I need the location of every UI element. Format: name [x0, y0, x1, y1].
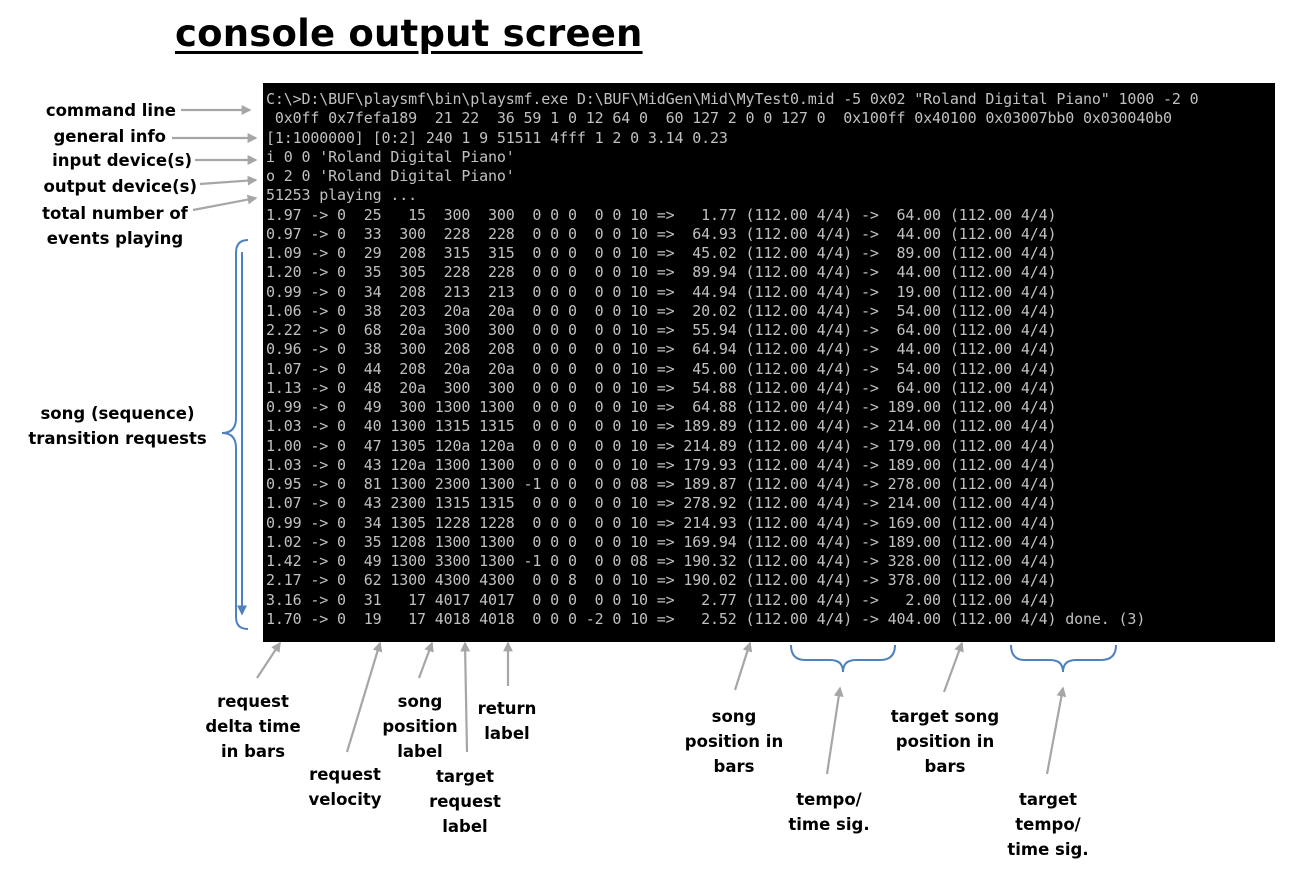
- console-line: 1.07 -> 0 43 2300 1315 1315 0 0 0 0 0 10…: [266, 494, 1057, 513]
- console-line: 1.03 -> 0 43 120a 1300 1300 0 0 0 0 0 10…: [266, 455, 1057, 474]
- arrow-target-song-position: [942, 641, 964, 693]
- console-line: 1.20 -> 0 35 305 228 228 0 0 0 0 0 10 =>…: [266, 263, 1057, 282]
- console-line: 0.95 -> 0 81 1300 2300 1300 -1 0 0 0 0 0…: [266, 475, 1057, 493]
- console-line: 3.16 -> 0 31 17 4017 4017 0 0 0 0 0 10 =…: [266, 590, 1057, 609]
- console-line: 51253 playing ...: [266, 186, 417, 205]
- console-line: 1.42 -> 0 49 1300 3300 1300 -1 0 0 0 0 0…: [266, 552, 1057, 570]
- console-line: 1.00 -> 0 47 1305 120a 120a 0 0 0 0 0 10…: [266, 436, 1057, 455]
- console-line: i 0 0 'Roland Digital Piano': [266, 147, 515, 166]
- console-line: 0.99 -> 0 49 300 1300 1300 0 0 0 0 0 10 …: [266, 398, 1057, 416]
- tempo-brace: [790, 644, 896, 673]
- console-line: 1.07 -> 0 44 208 20a 20a 0 0 0 0 0 10 =>…: [266, 359, 1057, 378]
- arrow-total-events: [192, 194, 258, 212]
- arrow-request-delta: [256, 641, 281, 679]
- console-line: 1.03 -> 0 40 1300 1315 1315 0 0 0 0 0 10…: [266, 417, 1057, 436]
- label-transition-requests: song (sequence)transition requests: [28, 404, 207, 448]
- console-line: 1.70 -> 0 19 17 4018 4018 0 0 0 -2 0 10 …: [266, 609, 1146, 628]
- arrow-output-devices: [199, 175, 258, 186]
- console-line: 1.06 -> 0 38 203 20a 20a 0 0 0 0 0 10 =>…: [266, 301, 1057, 320]
- arrow-song-position-label: [417, 641, 434, 679]
- label-tempo-timesig: tempo/time sig.: [788, 790, 870, 834]
- console-window: C:\>D:\BUF\playsmf\bin\playsmf.exe D:\BU…: [263, 83, 1275, 642]
- console-line: 1.13 -> 0 48 20a 300 300 0 0 0 0 0 10 =>…: [266, 378, 1057, 397]
- console-line: C:\>D:\BUF\playsmf\bin\playsmf.exe D:\BU…: [266, 90, 1199, 108]
- console-line: [1:1000000] [0:2] 240 1 9 51511 4fff 1 2…: [266, 128, 728, 147]
- console-line: 0.99 -> 0 34 208 213 213 0 0 0 0 0 10 =>…: [266, 282, 1057, 301]
- label-output-devices: output device(s): [43, 177, 197, 196]
- console-line: o 2 0 'Roland Digital Piano': [266, 167, 515, 185]
- console-line: 2.17 -> 0 62 1300 4300 4300 0 0 8 0 0 10…: [266, 571, 1057, 590]
- console-line: 1.97 -> 0 25 15 300 300 0 0 0 0 0 10 => …: [266, 205, 1057, 224]
- transition-brace: [221, 239, 249, 630]
- label-general-info: general info: [53, 127, 166, 146]
- arrow-tempo: [825, 686, 844, 775]
- arrow-request-velocity: [345, 641, 383, 753]
- label-input-devices: input device(s): [52, 151, 192, 170]
- console-line: 0.96 -> 0 38 300 208 208 0 0 0 0 0 10 =>…: [266, 340, 1057, 359]
- console-line: 2.22 -> 0 68 20a 300 300 0 0 0 0 0 10 =>…: [266, 321, 1057, 339]
- target-tempo-brace: [1010, 644, 1117, 673]
- arrow-song-position-bars: [733, 641, 753, 691]
- arrow-target-request-label: [460, 641, 471, 753]
- label-command-line: command line: [45, 101, 176, 120]
- console-line: 1.02 -> 0 35 1208 1300 1300 0 0 0 0 0 10…: [266, 532, 1057, 551]
- page-title: console output screen: [175, 12, 643, 55]
- console-line: 0x0ff 0x7fefa189 21 22 36 59 1 0 12 64 0…: [266, 109, 1172, 128]
- console-line: 1.09 -> 0 29 208 315 315 0 0 0 0 0 10 =>…: [266, 244, 1057, 262]
- arrow-target-tempo: [1045, 686, 1067, 775]
- console-line: 0.97 -> 0 33 300 228 228 0 0 0 0 0 10 =>…: [266, 224, 1057, 243]
- console-line: 0.99 -> 0 34 1305 1228 1228 0 0 0 0 0 10…: [266, 513, 1057, 532]
